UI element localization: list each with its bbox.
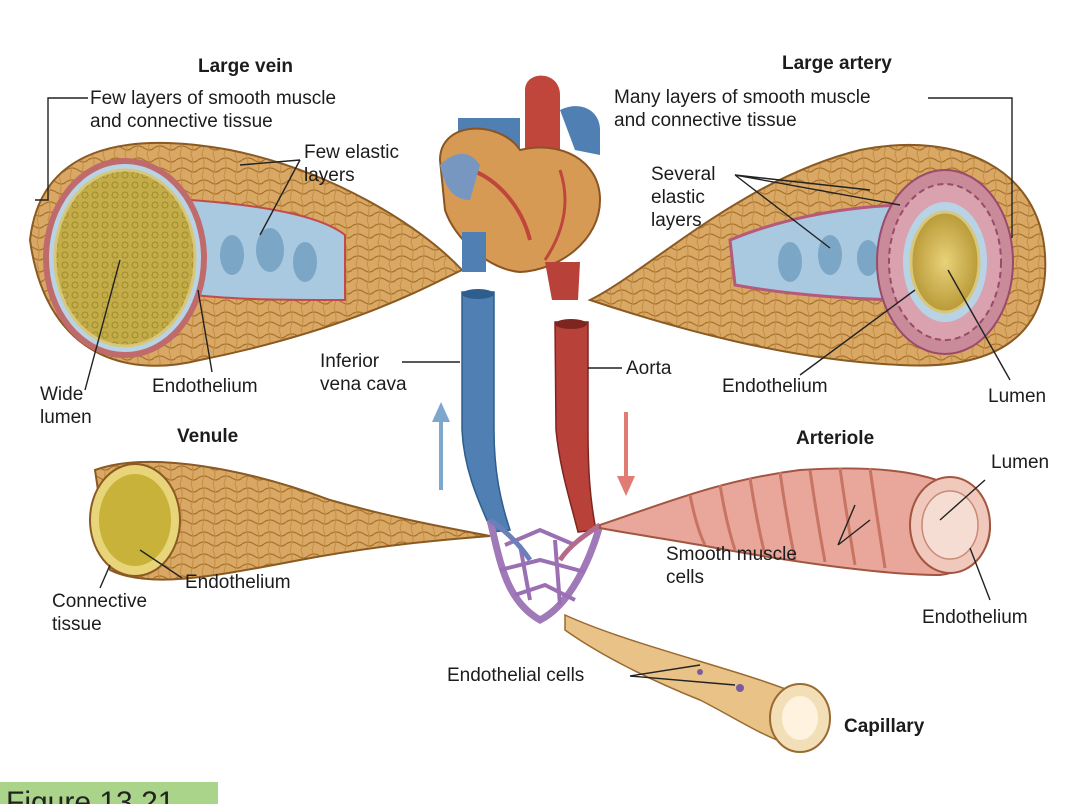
title-venule: Venule [177, 426, 239, 447]
large-vein-illustration [28, 141, 464, 367]
label-inferior-vena-cava: Inferior vena cava [320, 351, 407, 395]
capillary-illustration [564, 613, 831, 753]
arterial-flow-arrow [617, 412, 635, 496]
inferior-vena-cava [461, 289, 512, 533]
label-artery-elastic: Several elastic layers [651, 164, 716, 231]
heart-illustration [438, 75, 602, 300]
figure-caption-text: Figure 13.21 [6, 786, 175, 804]
label-vein-endothelium: Endothelium [152, 376, 258, 397]
label-arteriole-lumen: Lumen [991, 452, 1050, 473]
label-venule-endothelium: Endothelium [185, 572, 291, 593]
title-large-artery: Large artery [782, 53, 892, 74]
capillary-bed [486, 517, 604, 624]
label-arteriole-smooth-muscle: Smooth muscle cells [666, 544, 797, 588]
label-artery-endothelium: Endothelium [722, 376, 828, 397]
aorta [554, 319, 597, 533]
label-vein-lumen: Wide lumen [40, 384, 92, 428]
label-aorta: Aorta [626, 358, 672, 379]
label-artery-lumen: Lumen [988, 386, 1047, 407]
label-venule-connective-tissue: Connective tissue [52, 591, 148, 635]
title-capillary: Capillary [844, 716, 925, 737]
venous-return-arrow [432, 402, 450, 490]
large-artery-illustration [587, 143, 1047, 367]
label-vein-muscle: Few layers of smooth muscle and connecti… [90, 88, 337, 132]
figure-caption-tag: Figure 13.21 [0, 782, 218, 804]
leader-lines [35, 97, 1013, 686]
label-endothelial-cells: Endothelial cells [447, 665, 585, 686]
title-arteriole: Arteriole [796, 428, 875, 449]
label-arteriole-endothelium: Endothelium [922, 607, 1028, 628]
title-large-vein: Large vein [198, 56, 294, 77]
venule-illustration [89, 461, 491, 581]
label-vein-elastic: Few elastic layers [304, 142, 400, 186]
label-artery-muscle: Many layers of smooth muscle and connect… [614, 87, 871, 131]
